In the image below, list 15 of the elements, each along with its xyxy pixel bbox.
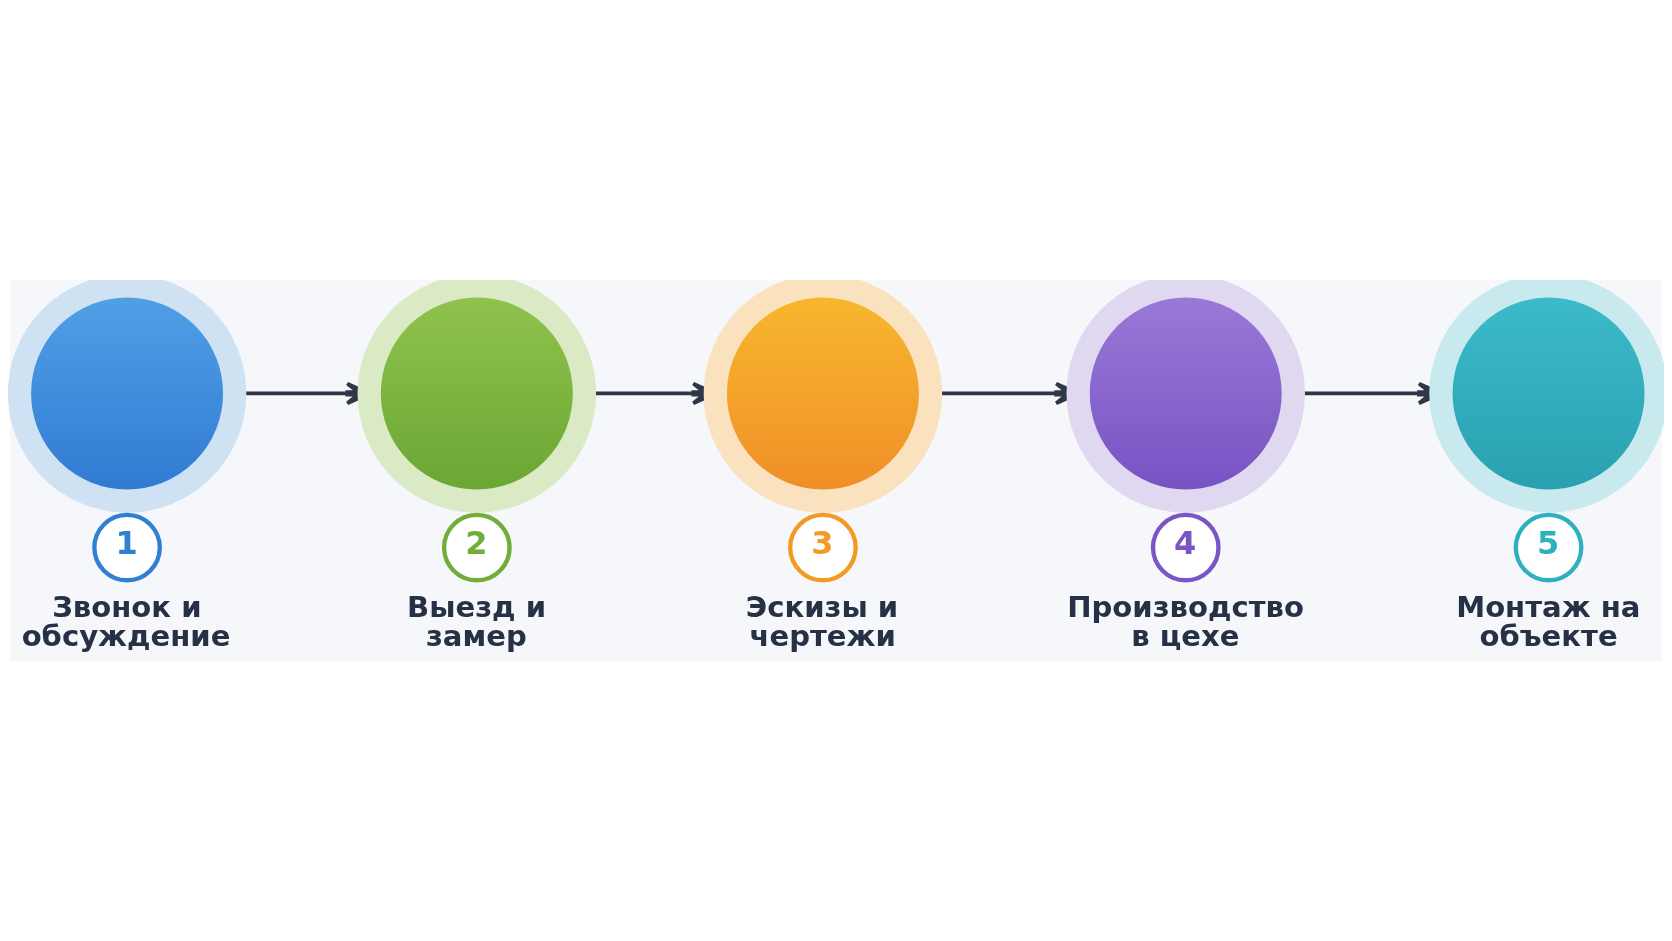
node-circle: 1 [92, 512, 162, 583]
node-label: Эскизы и чертежи [745, 590, 899, 654]
node-circle: 3 [788, 512, 858, 583]
node-circle [8, 280, 247, 513]
node-label: Производство в цехе [1067, 590, 1304, 654]
node-circle: 2 [441, 512, 512, 583]
node-circle [1066, 280, 1305, 513]
node-label: Выезд и замер [407, 590, 547, 654]
node-label: Звонок и обсуждение [21, 590, 231, 654]
node-circle [1429, 280, 1664, 513]
node-circle [357, 280, 597, 513]
node-circle [703, 280, 943, 513]
node-label: Монтаж на объекте [1456, 590, 1641, 654]
node-circle: 5 [1513, 512, 1584, 583]
node-circle: 4 [1150, 512, 1221, 583]
